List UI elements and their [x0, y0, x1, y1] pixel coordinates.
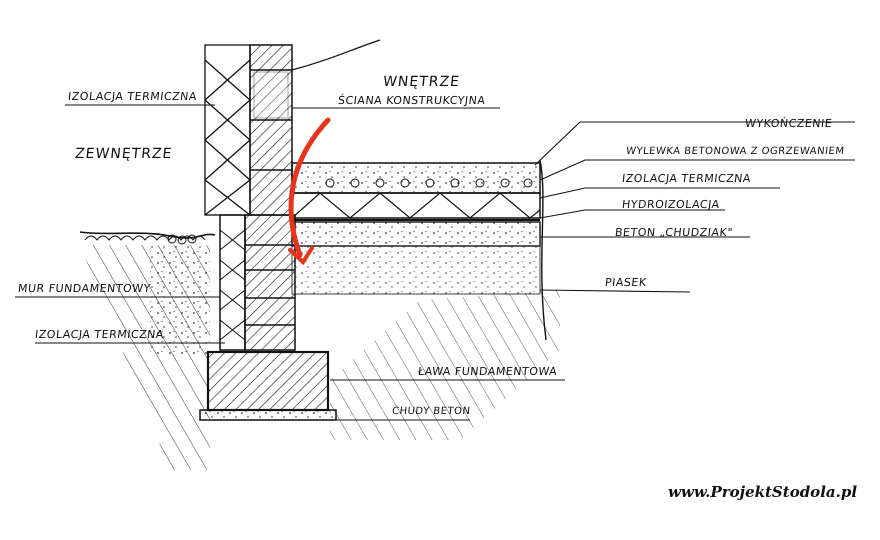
label-foundation-wall: MUR FUNDAMENTOWY: [17, 282, 152, 295]
backfill: [150, 245, 210, 355]
floor-layers: [291, 159, 547, 341]
label-interior: WNĘTRZE: [382, 74, 461, 90]
label-waterproofing: HYDROIZOLACJA: [621, 198, 721, 211]
interior-edge: [291, 39, 381, 71]
foundation-wall: [219, 214, 296, 351]
label-lean-base: CHUDY BETON: [391, 406, 471, 417]
label-footing: ŁAWA FUNDAMENTOWA: [417, 365, 558, 378]
label-insulation-foundation: IZOLACJA TERMICZNA: [34, 328, 165, 341]
footing: [199, 350, 337, 421]
label-exterior: ZEWNĘTRZE: [74, 146, 174, 162]
label-insulation-wall: IZOLACJA TERMICZNA: [67, 90, 198, 103]
wall-insulation: [204, 44, 251, 216]
label-insulation-floor: IZOLACJA TERMICZNA: [621, 172, 752, 185]
label-structural-wall: ŚCIANA KONSTRUKCYJNA: [337, 94, 487, 107]
watermark: www.ProjektStodola.pl: [668, 483, 858, 501]
leader-lines: [15, 104, 855, 421]
label-sand: PIASEK: [604, 276, 648, 289]
label-finish: WYKOŃCZENIE: [744, 117, 833, 130]
ground-line: [79, 231, 216, 245]
label-screed: WYLEWKA BETONOWA Z OGRZEWANIEM: [625, 146, 845, 157]
structural-wall: [249, 44, 293, 216]
label-lean-concrete: BETON „CHUDZIAK": [614, 226, 734, 239]
heat-flow-arrow: [288, 117, 331, 266]
